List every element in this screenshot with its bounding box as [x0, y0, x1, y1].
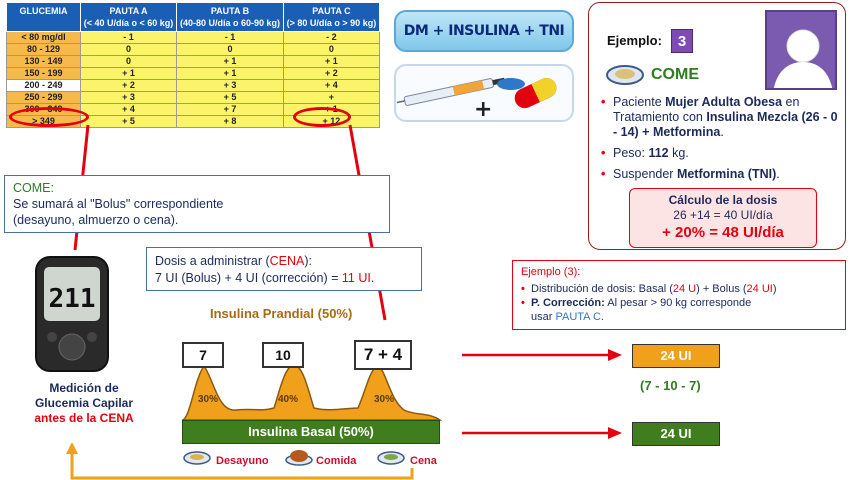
come-note-title: COME: — [13, 181, 54, 195]
dose-line2: 7 UI (Bolus) + 4 UI (corrección) = 11 UI… — [155, 271, 375, 285]
peak-percent-2: 40% — [278, 394, 298, 405]
dinner-icon — [377, 451, 405, 465]
calc-title: Cálculo de la dosis — [668, 193, 778, 207]
prandial-label: Insulina Prandial (50%) — [210, 306, 353, 321]
glucose-range-cell: 130 - 149 — [6, 55, 81, 68]
correction-cell: - 1 — [79, 31, 178, 44]
table-row: 150 - 199+ 1+ 1+ 2 — [6, 67, 381, 80]
table-row: < 80 mg/dl- 1- 1- 2 — [6, 31, 381, 44]
correction-cell: + — [282, 91, 381, 104]
come-note-line1: Se sumará al "Bolus" correspondiente — [13, 197, 224, 211]
glucometer-icon: 211 — [35, 256, 109, 372]
arrow-basal-head — [608, 427, 622, 439]
bolus-desayuno: 7 — [182, 342, 224, 368]
table-row: 250 - 299+ 3+ 5+ — [6, 91, 381, 104]
example-number: 3 — [671, 29, 693, 53]
example-label: Ejemplo: — [607, 33, 662, 48]
correction-cell: + 3 — [176, 79, 284, 92]
example-card: Ejemplo: 3 COME Paciente Mujer Adulta Ob… — [588, 2, 846, 250]
measurement-label: Medición de Glucemia Capilar antes de la… — [34, 381, 134, 425]
example-details: Paciente Mujer Adulta Obesa en Tratamien… — [601, 95, 841, 188]
header-glucemia: GLUCEMIA — [6, 2, 81, 32]
detail-weight: Peso: 112 kg. — [601, 146, 841, 161]
header-pauta-c: PAUTA C(> 80 U/día o > 90 kg) — [282, 2, 381, 32]
bolus-comida: 10 — [262, 342, 304, 368]
header-pauta-a: PAUTA A(< 40 U/día o < 60 kg) — [79, 2, 178, 32]
basal-bar: Insulina Basal (50%) — [182, 420, 440, 444]
medication-illustration: + — [394, 64, 574, 122]
dose-line1: Dosis a administrar (CENA): — [155, 254, 312, 268]
meal-cena: Cena — [410, 455, 437, 467]
example3-note: Ejemplo (3): Distribución de dosis: Basa… — [512, 260, 846, 330]
peak-percent-3: 30% — [374, 394, 394, 405]
meal-comida: Comida — [316, 455, 357, 467]
plate-icon — [606, 65, 644, 85]
glucose-range-cell: < 80 mg/dl — [6, 31, 81, 44]
glucometer-reading: 211 — [49, 284, 96, 314]
pen-pill-icon: + — [396, 77, 557, 122]
correction-cell: + 3 — [79, 91, 178, 104]
highlight-oval-row — [9, 107, 89, 127]
correction-cell: + 5 — [176, 91, 284, 104]
glucose-range-cell: 200 - 249 — [6, 79, 81, 92]
example-come: COME — [651, 66, 699, 83]
prandial-area — [181, 363, 442, 421]
title-banner: DM + INSULINA + TNI — [394, 10, 574, 52]
correction-cell: + 1 — [282, 55, 381, 68]
breakfast-icon — [183, 451, 211, 465]
peak-percent-1: 30% — [198, 394, 218, 405]
calc-line: 26 +14 = 40 UI/día — [673, 208, 773, 222]
loop-arrowhead — [66, 442, 78, 454]
correction-cell: + 4 — [79, 103, 178, 116]
dose-note: Dosis a administrar (CENA): 7 UI (Bolus)… — [146, 247, 422, 291]
lunch-icon — [285, 450, 313, 466]
example3-title: Ejemplo (3): — [521, 266, 581, 278]
example3-distribution: Distribución de dosis: Basal (24 U) + Bo… — [521, 282, 837, 296]
highlight-oval-cell — [293, 107, 351, 127]
glucose-range-cell: 150 - 199 — [6, 67, 81, 80]
correction-cell: 0 — [79, 43, 178, 56]
correction-cell: + 7 — [176, 103, 284, 116]
patient-avatar-icon — [765, 10, 837, 90]
correction-cell: + 8 — [176, 115, 284, 128]
bolus-cena: 7 + 4 — [354, 340, 412, 370]
detail-patient: Paciente Mujer Adulta Obesa en Tratamien… — [601, 95, 841, 140]
arrow-prandial-head — [608, 349, 622, 361]
correction-table: GLUCEMIA PAUTA A(< 40 U/día o < 60 kg) P… — [6, 2, 381, 128]
glucose-range-cell: 80 - 129 — [6, 43, 81, 56]
result-prandial: 24 UI — [632, 344, 720, 368]
correction-cell: - 1 — [176, 31, 284, 44]
dose-calculation: Cálculo de la dosis 26 +14 = 40 UI/día +… — [629, 188, 817, 248]
meal-desayuno: Desayuno — [216, 455, 269, 467]
calc-result: + 20% = 48 UI/día — [662, 224, 784, 241]
come-note: COME: Se sumará al "Bolus" correspondien… — [4, 175, 390, 233]
come-note-line2: (desayuno, almuerzo o cena). — [13, 213, 179, 227]
result-sequence: (7 - 10 - 7) — [640, 378, 701, 393]
svg-text:+: + — [474, 97, 492, 120]
correction-cell: + 5 — [79, 115, 178, 128]
detail-suspend: Suspender Metformina (TNI). — [601, 167, 841, 182]
loop-line — [70, 450, 414, 480]
result-basal: 24 UI — [632, 422, 720, 446]
prandial-curve: 30% 40% 30% — [181, 363, 442, 421]
example3-correction: P. Corrección: Al pesar > 90 kg correspo… — [521, 296, 837, 324]
header-pauta-b: PAUTA B(40-80 U/día o 60-90 kg) — [176, 2, 284, 32]
correction-cell: + 2 — [282, 67, 381, 80]
